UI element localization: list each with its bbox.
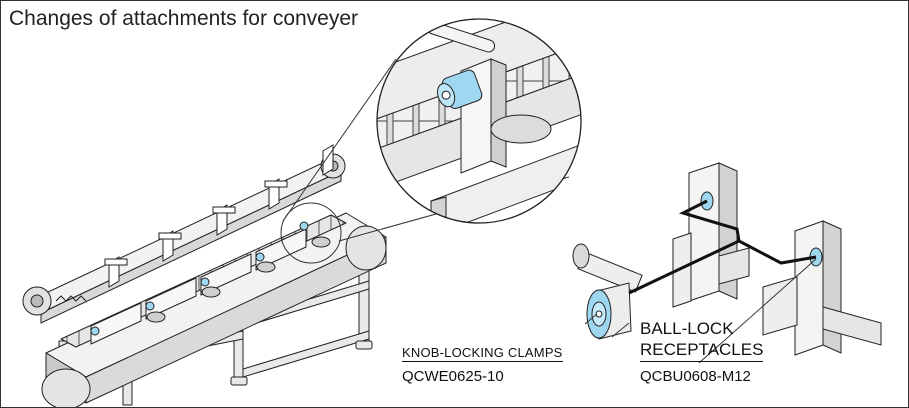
- receptacle-part-number: QCBU0608-M12: [640, 368, 751, 385]
- conveyor: [41, 212, 387, 407]
- zoom-detail: [377, 19, 581, 223]
- ball-lock-receptacle-icon: [672, 162, 882, 356]
- zoom-blue-clamp: [437, 69, 483, 110]
- clamp-part-number: QCWE0625-10: [402, 368, 504, 385]
- detail-source-circle: [280, 202, 342, 264]
- small-blue-clamps: [90, 221, 309, 336]
- ball-lock-label-line1: BALL-LOCK: [640, 319, 734, 338]
- chain-assembly: [22, 144, 346, 324]
- knob-locking-clamps-label: KNOB-LOCKING CLAMPS: [402, 345, 563, 362]
- knob-locking-clamp-icon: [572, 243, 643, 340]
- assembly-path: [628, 199, 817, 295]
- zoom-circle-outline: [376, 18, 582, 224]
- label-leader-lines: [584, 258, 817, 364]
- conveyor-fixtures: [90, 228, 331, 345]
- diagram-title: Changes of attachments for conveyer: [9, 7, 359, 30]
- ball-lock-label-line2: RECEPTACLES: [640, 340, 764, 362]
